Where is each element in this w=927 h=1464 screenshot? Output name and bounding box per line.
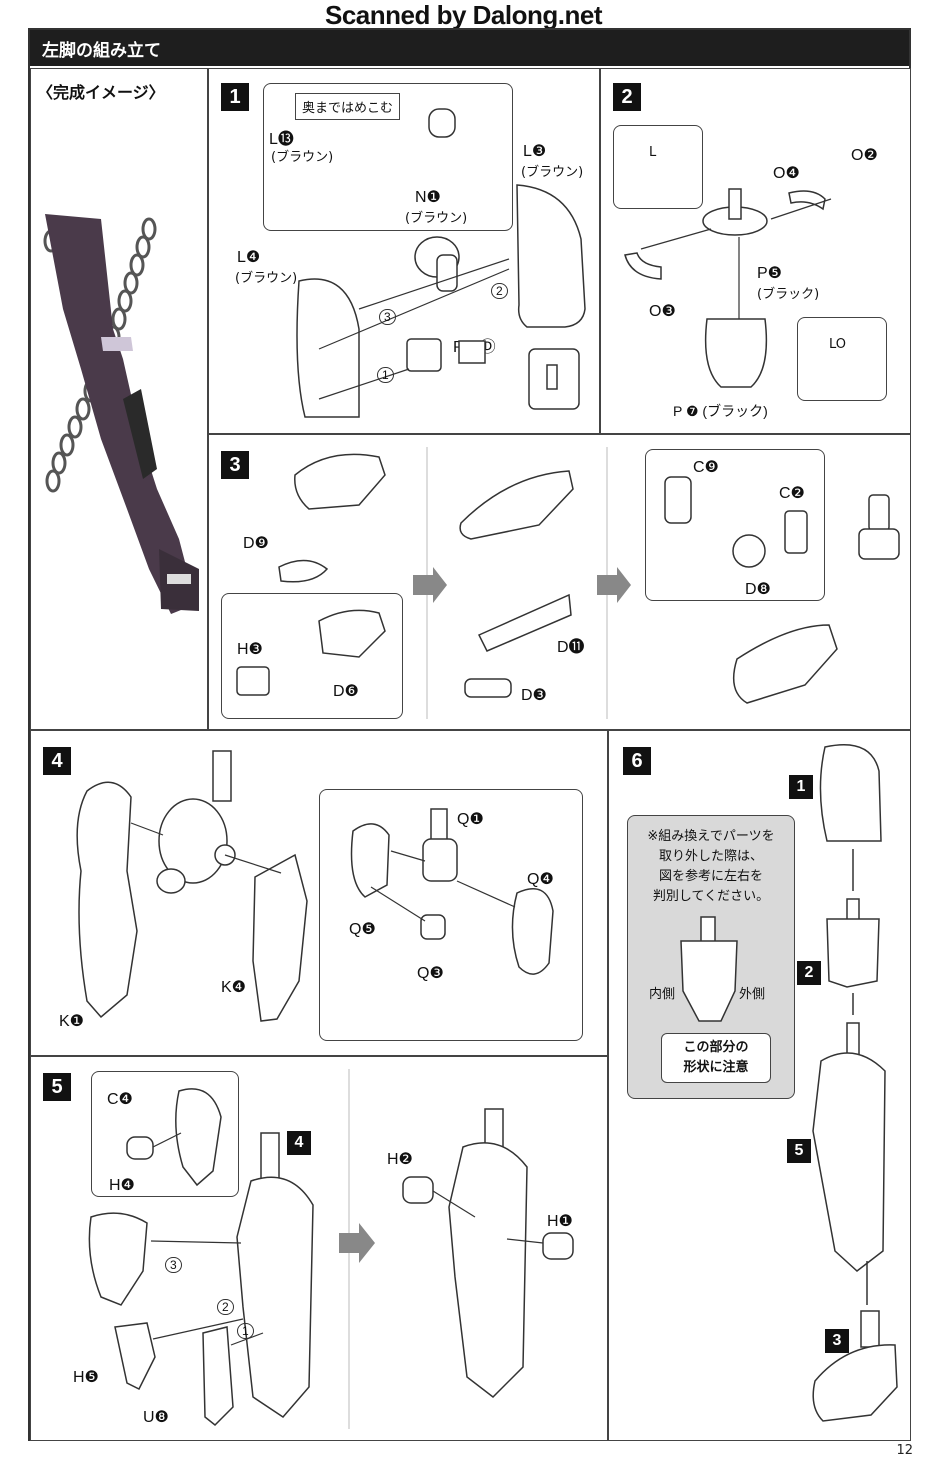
label-O2: O❷ [851, 147, 878, 164]
step-5-order-3: 3 [165, 1257, 182, 1273]
step-3-panel: 3 D❾ H❸ D❻ D⓫ D❸ C❾ C❷ D❽ [208, 434, 911, 730]
label-H3: H❸ [237, 641, 263, 658]
label-H5: H❺ [73, 1369, 99, 1386]
step-5-panel: 5 C❹ H❹ 4 H❺ U❽ H❷ H❶ 3 2 1 [30, 1056, 608, 1441]
label-H1: H❶ [547, 1213, 573, 1230]
label-P5-sub: (ブラック) [757, 287, 820, 302]
label-L13-sub: (ブラウン) [271, 150, 334, 165]
label-L3: L❸ [523, 143, 547, 160]
label-K1: K❶ [59, 1013, 85, 1030]
label-H4: H❹ [109, 1177, 135, 1194]
title-bar: 左脚の組み立て [30, 30, 909, 66]
label-C4: C❹ [107, 1091, 133, 1108]
step-5-illustration [88, 1069, 574, 1429]
step-1-number: 1 [221, 83, 249, 111]
step-1-callout: 奥まではめこむ [295, 93, 401, 120]
label-O4: O❹ [773, 165, 800, 182]
label-O3: O❸ [649, 303, 676, 320]
step-6-panel: 6 ※組み換えでパーツを 取り外した際は、 図を参考に左右を 判別してください。… [608, 730, 911, 1441]
label-P7: P ❼ (ブラック) [673, 403, 768, 419]
page-number: 12 [896, 1443, 913, 1458]
label-L3-sub: (ブラウン) [521, 165, 584, 180]
label-D3: D❸ [521, 687, 547, 704]
label-inner-side: 内側 [649, 987, 676, 1002]
step-4-number: 4 [43, 747, 71, 775]
label-Q4: Q❹ [527, 871, 554, 888]
step-2-detail-box-right [797, 317, 887, 401]
step-4-panel: 4 Q❶ Q❹ Q❺ Q❸ K❹ K❶ [30, 730, 608, 1056]
order-mark-3: 3 [379, 309, 396, 325]
label-Q1: Q❶ [457, 811, 484, 828]
label-L13: L⓭ [269, 131, 294, 148]
step-5-number: 5 [43, 1073, 71, 1101]
completed-image-label: 〈完成イメージ〉 [37, 85, 165, 102]
step-6-ref-1: 1 [789, 775, 813, 799]
label-D8: D❽ [745, 581, 771, 598]
label-N1: N❶ [415, 189, 441, 206]
step-2-detail-box-left [613, 125, 703, 209]
step-2-number: 2 [613, 83, 641, 111]
part-mark-LO: LO [829, 337, 847, 352]
label-C2: C❷ [779, 485, 805, 502]
label-N1-sub: (ブラウン) [405, 211, 468, 226]
label-outer-side: 外側 [739, 987, 766, 1002]
step-6-illustration [680, 743, 898, 1422]
completed-image-panel: 〈完成イメージ〉 [30, 68, 208, 730]
completed-leg-photo [43, 214, 199, 614]
label-Q5: Q❺ [349, 921, 376, 938]
step-4-illustration [76, 750, 554, 1022]
label-L4: L❹ [237, 249, 261, 266]
label-U8: U❽ [143, 1409, 169, 1426]
step-6-ref-3: 3 [825, 1329, 849, 1353]
step-6-ref-5: 5 [787, 1139, 811, 1163]
label-D6: D❻ [333, 683, 359, 700]
step-1-illustration [296, 108, 586, 418]
part-mark-L: L [649, 145, 657, 160]
step-6-note: ※組み換えでパーツを 取り外した際は、 図を参考に左右を 判別してください。 [647, 829, 775, 904]
shape-note: この部分の 形状に注意 [661, 1033, 771, 1083]
label-P5: P❺ [757, 265, 783, 282]
label-D9: D❾ [243, 535, 269, 552]
step-2-illustration [624, 188, 832, 388]
step-4-reference: 4 [287, 1131, 311, 1155]
order-mark-2: 2 [491, 283, 508, 299]
label-K4: K❹ [221, 979, 247, 996]
step-3-illustration [236, 447, 900, 719]
step-1-panel: 1 奥まではめこむ L⓭ (ブラウン) N❶ (ブラウン) L❸ (ブラウン) … [208, 68, 600, 434]
label-D11: D⓫ [557, 639, 585, 656]
step-5-detail-box [91, 1071, 239, 1197]
step-5-order-2: 2 [217, 1299, 234, 1315]
step-6-number: 6 [623, 747, 651, 775]
label-C9: C❾ [693, 459, 719, 476]
page-title: 左脚の組み立て [42, 41, 161, 61]
watermark-text: Scanned by Dalong.net [325, 0, 603, 30]
step-6-ref-2: 2 [797, 961, 821, 985]
step-5-order-1: 1 [237, 1323, 254, 1339]
label-L4-sub: (ブラウン) [235, 271, 298, 286]
step-2-panel: 2 L LO O❹ O❷ P❺ (ブラック) O❸ P ❼ (ブラック) [600, 68, 911, 434]
order-mark-1: 1 [377, 367, 394, 383]
label-H2: H❷ [387, 1151, 413, 1168]
step-3-number: 3 [221, 451, 249, 479]
label-Q3: Q❸ [417, 965, 444, 982]
